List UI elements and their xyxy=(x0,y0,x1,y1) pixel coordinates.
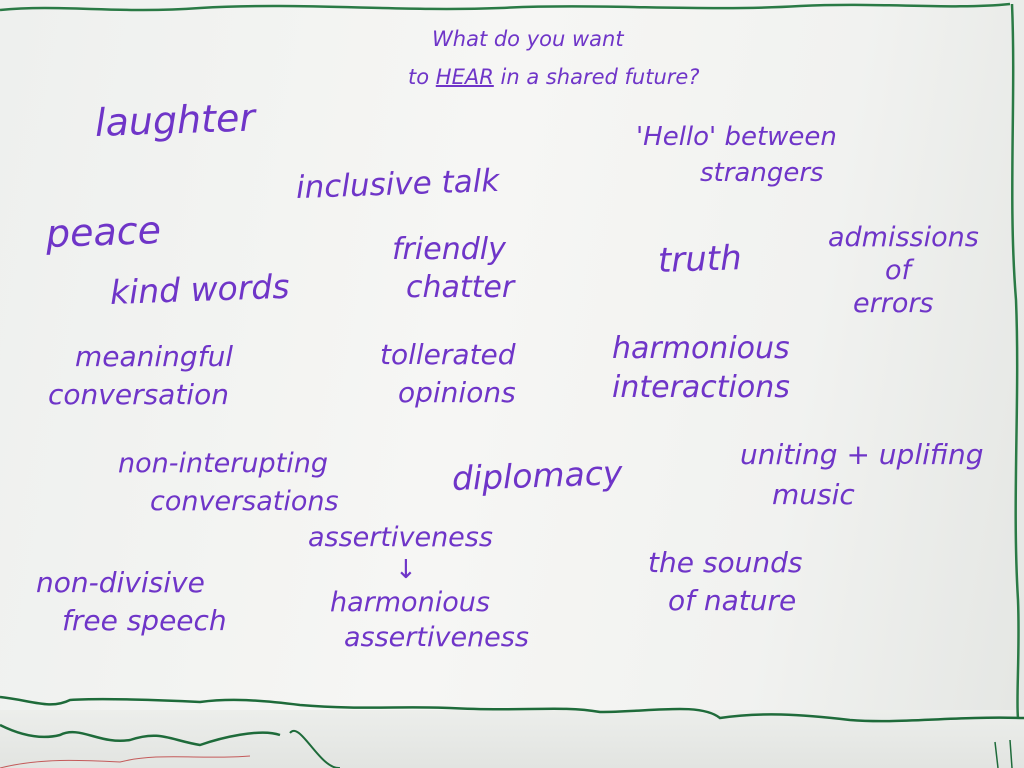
word-admissions-2: of xyxy=(885,255,912,286)
word-friendly-2: chatter xyxy=(406,270,515,305)
word-harmonious-2: interactions xyxy=(612,370,790,405)
title-line-1: What do you want xyxy=(432,27,624,51)
word-nondivisive-2: free speech xyxy=(62,604,227,637)
word-uniting-2: music xyxy=(772,478,855,511)
word-tollerated-1: tollerated xyxy=(380,338,516,371)
word-hello-1: 'Hello' between xyxy=(636,122,837,152)
word-harmonious-assertiveness-1: harmonious xyxy=(330,587,490,618)
title-line-2: to HEAR in a shared future? xyxy=(408,66,700,88)
word-harmonious-assertiveness-2: assertiveness xyxy=(344,622,529,653)
word-meaningful-1: meaningful xyxy=(75,340,234,373)
word-peace: peace xyxy=(45,207,162,256)
word-inclusive-talk: inclusive talk xyxy=(295,162,500,206)
word-laughter: laughter xyxy=(94,95,256,145)
word-diplomacy: diplomacy xyxy=(451,453,624,498)
arrow-down-icon: ↓ xyxy=(395,555,417,585)
word-noninterrupting-1: non-interupting xyxy=(118,448,328,479)
word-friendly-1: friendly xyxy=(392,232,506,267)
title-to: to xyxy=(408,65,430,89)
word-sounds-1: the sounds xyxy=(648,546,803,579)
word-admissions-1: admissions xyxy=(828,222,979,253)
word-admissions-3: errors xyxy=(853,288,934,319)
title-rest: in a shared future? xyxy=(500,65,700,89)
word-truth: truth xyxy=(657,238,743,281)
word-sounds-2: of nature xyxy=(668,584,797,617)
word-uniting-1: uniting + uplifing xyxy=(740,438,984,471)
word-hello-2: strangers xyxy=(700,158,824,188)
word-meaningful-2: conversation xyxy=(48,378,229,411)
title-hear: HEAR xyxy=(435,65,494,89)
word-harmonious-1: harmonious xyxy=(612,331,790,366)
word-tollerated-2: opinions xyxy=(398,376,516,409)
word-kind-words: kind words xyxy=(109,266,291,312)
word-nondivisive-1: non-divisive xyxy=(36,566,205,599)
word-assertiveness: assertiveness xyxy=(308,522,493,553)
word-noninterrupting-2: conversations xyxy=(150,486,339,517)
